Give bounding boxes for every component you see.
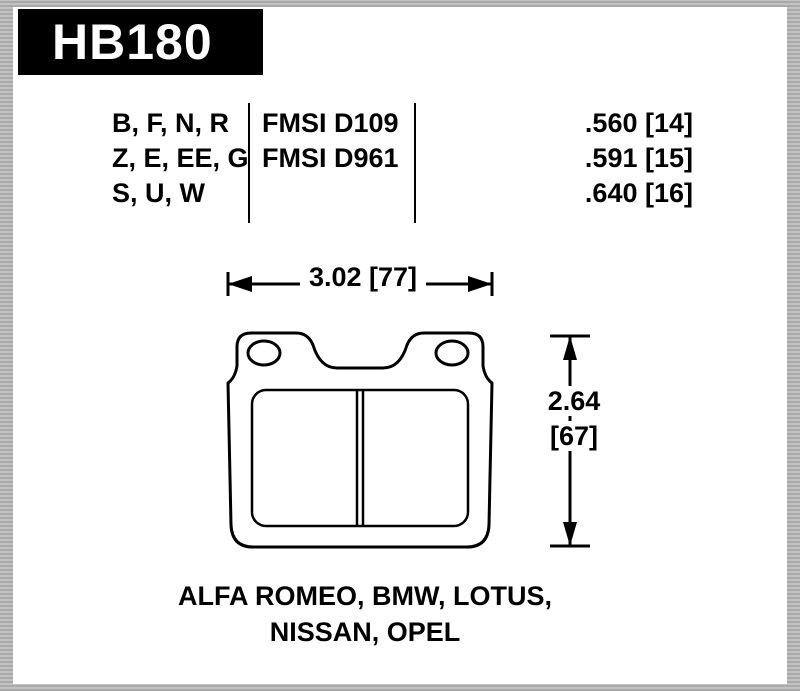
fmsi-column: FMSI D109 FMSI D961 (262, 106, 399, 176)
fmsi-row: FMSI D109 (262, 108, 399, 138)
thickness-column: .560 [14] .591 [15] .640 [16] (483, 106, 693, 211)
pad-friction-outline (250, 388, 470, 528)
table-divider (414, 103, 416, 223)
thickness-row: .591 [15] (584, 143, 693, 173)
pad-outer-outline (226, 331, 494, 549)
compound-column: B, F, N, R Z, E, EE, G S, U, W (112, 106, 249, 211)
applications: ALFA ROMEO, BMW, LOTUS, NISSAN, OPEL (100, 578, 630, 650)
applications-line: NISSAN, OPEL (269, 617, 461, 647)
pad-right-hole (434, 339, 470, 367)
width-dimension-label: 3.02 [77] (300, 262, 426, 292)
fmsi-row: FMSI D961 (262, 143, 399, 173)
part-number: HB180 (52, 14, 213, 70)
brake-pad-drawing (226, 331, 494, 549)
compound-row: S, U, W (112, 178, 205, 208)
part-number-box: HB180 (18, 9, 263, 75)
height-dimension-mm: [67] (538, 421, 610, 451)
height-dimension-value: 2.64 (538, 386, 610, 416)
compound-row: Z, E, EE, G (112, 143, 249, 173)
thickness-row: .640 [16] (584, 178, 693, 208)
compound-row: B, F, N, R (112, 108, 230, 138)
applications-line: ALFA ROMEO, BMW, LOTUS, (178, 581, 552, 611)
table-divider (248, 103, 250, 223)
thickness-row: .560 [14] (584, 108, 693, 138)
spec-sheet: HB180 B, F, N, R Z, E, EE, G S, U, W FMS… (13, 7, 787, 684)
pad-left-hole (246, 339, 282, 367)
